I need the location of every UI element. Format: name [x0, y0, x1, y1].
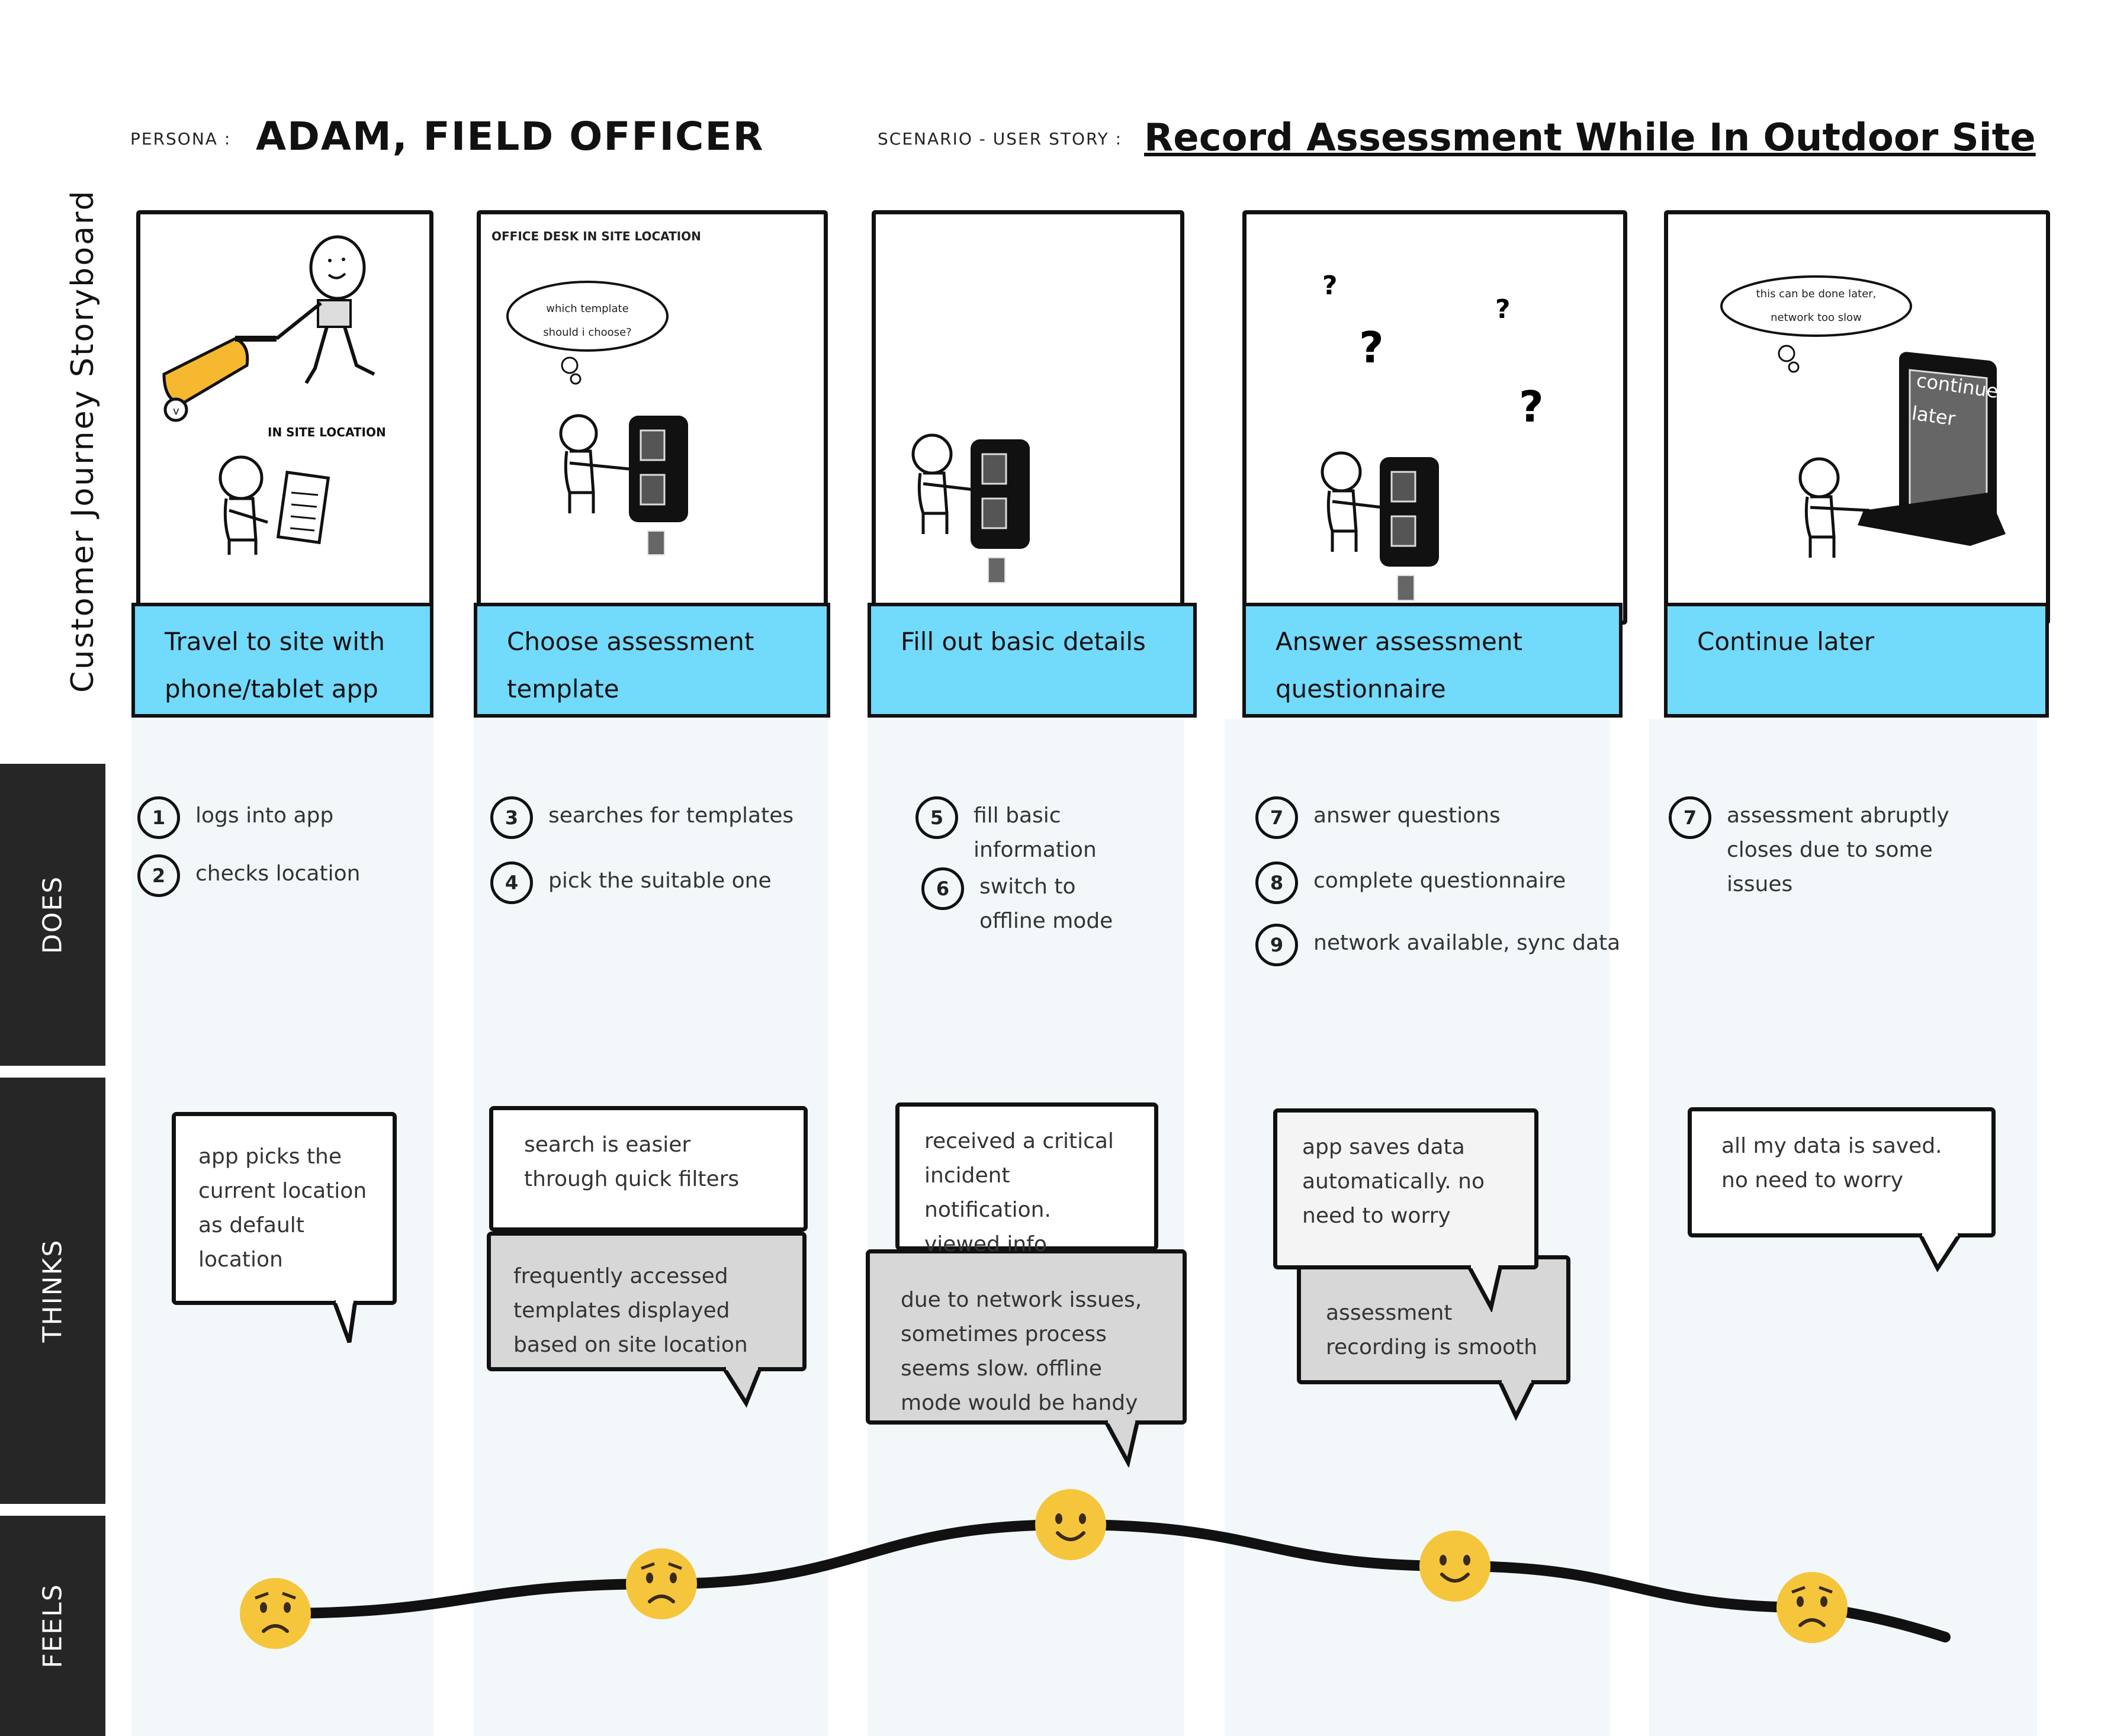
thought-bubble: frequently accessed templates displayed …	[487, 1232, 807, 1371]
scene-label-2: OFFICE DESK IN SITE LOCATION	[491, 229, 701, 243]
storyboard-panel-4: ? ? ? ?	[1242, 210, 1627, 625]
row-label-does: DOES	[0, 764, 105, 1066]
storyboard-panel-1: v IN SITE LOCATION	[136, 210, 433, 625]
storyboard-side-title: Customer Journey Storyboard	[65, 189, 101, 693]
storyboard-panel-5: this can be done later,network too slow …	[1664, 210, 2050, 625]
bubble-tail	[1498, 1380, 1536, 1421]
worried-face-icon	[1776, 1572, 1848, 1643]
fill-details-illustration	[911, 433, 1030, 583]
worried-face-icon	[626, 1548, 697, 1619]
svg-text:?: ?	[1322, 271, 1338, 301]
bubble-tail	[1919, 1233, 1962, 1272]
bubble-tail	[1467, 1265, 1503, 1312]
bubble-tail	[1104, 1420, 1140, 1467]
row-label-thinks: THINKS	[0, 1078, 105, 1504]
svg-text:v: v	[173, 405, 179, 417]
thought-bubble: received a critical incident notificatio…	[895, 1102, 1158, 1256]
thought-bubble: assessment recording is smooth	[1297, 1255, 1570, 1384]
svg-text:?: ?	[1519, 382, 1544, 432]
persona-label: PERSONA :	[130, 129, 232, 149]
panel-caption-3: Fill out basic details	[868, 603, 1197, 718]
storyboard-panel-3	[872, 210, 1184, 625]
storyboard-panel-2: OFFICE DESK IN SITE LOCATION which templ…	[477, 210, 828, 625]
persona-name: ADAM, FIELD OFFICER	[256, 114, 764, 159]
thought-bubble: app saves data automatically. no need to…	[1273, 1108, 1538, 1269]
svg-text:?: ?	[1359, 323, 1384, 372]
row-label-feels: FEELS	[0, 1516, 105, 1736]
travel-scene-illustration: v IN SITE LOCATION	[162, 235, 386, 555]
thought-bubble: all my data is saved. no need to worry	[1688, 1107, 1996, 1237]
emotion-curve	[240, 1489, 1951, 1649]
thought-bubble-5: this can be done later,network too slow	[1756, 288, 1877, 324]
bubble-tail	[332, 1300, 358, 1343]
happy-face-icon	[1419, 1531, 1490, 1602]
scenario-title: Record Assessment While In Outdoor Site	[1144, 116, 2036, 160]
panel-caption-5: Continue later	[1664, 603, 2049, 718]
scene-label-1: IN SITE LOCATION	[268, 425, 386, 439]
worried-face-icon	[240, 1578, 311, 1649]
svg-text:?: ?	[1495, 294, 1511, 324]
emotion-curve-line	[270, 1519, 1951, 1642]
happy-face-icon	[1035, 1489, 1106, 1560]
thought-bubble: due to network issues, sometimes process…	[866, 1249, 1187, 1425]
thought-bubble: app picks the current location as defaul…	[172, 1112, 397, 1305]
questionnaire-illustration: ? ? ? ?	[1321, 271, 1544, 601]
scenario-label: SCENARIO - USER STORY :	[878, 129, 1123, 149]
thought-bubble: search is easier through quick filters	[489, 1106, 808, 1232]
bubble-tail	[722, 1367, 763, 1408]
